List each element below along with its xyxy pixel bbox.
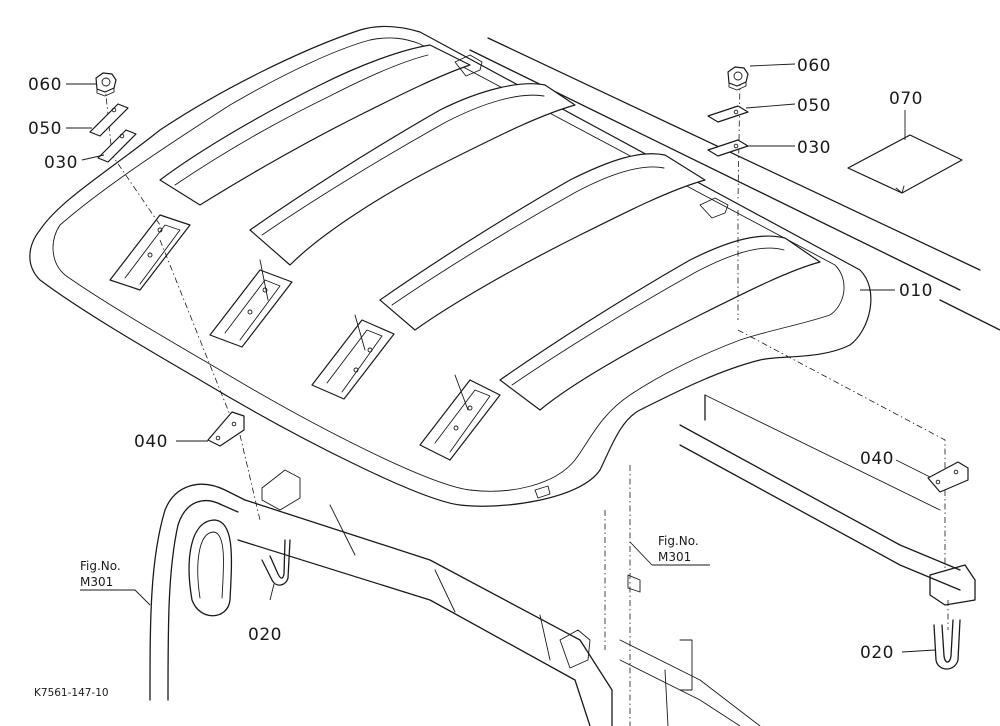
part-050-left-plate bbox=[89, 103, 129, 137]
fig-ref-left-line2: M301 bbox=[80, 575, 113, 589]
part-040-left-bracket bbox=[207, 411, 245, 447]
part-050-right-plate bbox=[707, 105, 749, 123]
label-060-right: 060 bbox=[797, 56, 831, 76]
part-040-right-bracket bbox=[927, 461, 969, 493]
part-030-right-plate bbox=[707, 139, 749, 157]
fig-ref-center-line2: M301 bbox=[658, 550, 691, 564]
leader-lines bbox=[66, 63, 936, 653]
label-050-right: 050 bbox=[797, 96, 831, 116]
label-030-left: 030 bbox=[44, 153, 78, 173]
label-040-left: 040 bbox=[134, 432, 168, 452]
label-050-left: 050 bbox=[28, 119, 62, 139]
part-060-left-nut bbox=[95, 72, 117, 97]
label-060-left: 060 bbox=[28, 75, 62, 95]
part-030-left-plate bbox=[97, 129, 137, 163]
rops-frame bbox=[149, 37, 1000, 726]
part-060-right-nut bbox=[727, 66, 749, 91]
label-040-right: 040 bbox=[860, 449, 894, 469]
part-070-label-sheet bbox=[847, 134, 963, 194]
label-020-right: 020 bbox=[860, 643, 894, 663]
drawing-code: K7561-147-10 bbox=[34, 687, 109, 699]
fig-ref-center-line1: Fig.No. bbox=[658, 534, 699, 548]
canopy-roof bbox=[29, 25, 872, 507]
label-070: 070 bbox=[889, 89, 923, 109]
label-010: 010 bbox=[899, 281, 933, 301]
part-020-right-ubolt bbox=[933, 619, 961, 670]
part-020-left-ubolt bbox=[261, 539, 291, 586]
label-020-left: 020 bbox=[248, 625, 282, 645]
label-030-right: 030 bbox=[797, 138, 831, 158]
fig-ref-left-line1: Fig.No. bbox=[80, 559, 121, 573]
